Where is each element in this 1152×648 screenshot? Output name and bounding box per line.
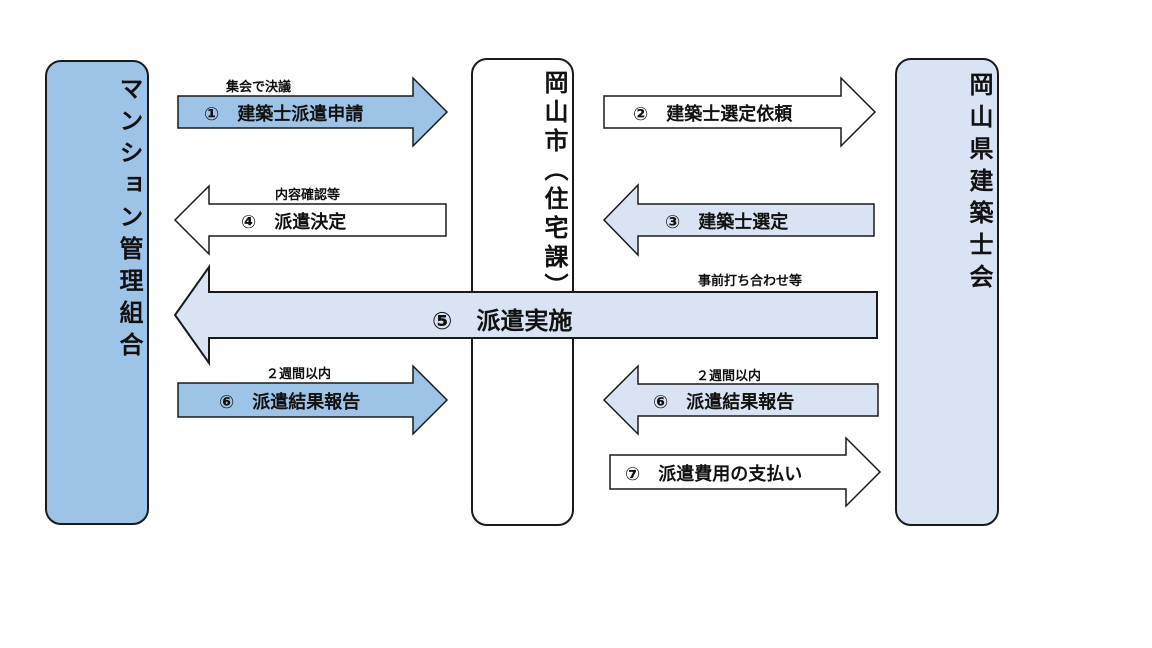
management-association-box: マンション管理組合: [45, 60, 149, 525]
arrow-4-label: ④ 派遣決定: [241, 212, 347, 233]
arrow-2-label: ② 建築士選定依頼: [633, 104, 793, 125]
arrow-5: [173, 263, 878, 367]
arrow-3-label: ③ 建築士選定: [665, 212, 789, 233]
arrow-5-label: ⑤ 派遣実施: [432, 307, 573, 335]
arrow-1-note: 集会で決議: [226, 80, 292, 95]
arrow-7-label: ⑦ 派遣費用の支払い: [625, 464, 803, 485]
arrow-6-left: [177, 364, 449, 436]
arrow-6-right-label: ⑥ 派遣結果報告: [653, 392, 795, 413]
architects-association-box: 岡山県建築士会: [895, 58, 999, 526]
arrow-1: [177, 76, 449, 148]
arrow-1-label: ① 建築士派遣申請: [204, 104, 364, 125]
arrow-3: [602, 183, 875, 257]
arrow-5-note: 事前打ち合わせ等: [698, 274, 803, 289]
architects-association-label: 岡山県建築士会: [965, 72, 993, 296]
arrow-4: [173, 184, 447, 256]
arrow-7: [609, 436, 882, 508]
arrow-6-right: [602, 364, 879, 436]
arrow-6-right-note: ２週間以内: [696, 369, 762, 384]
okayama-city-label: 岡山市（住宅課）: [540, 70, 568, 302]
arrow-4-note: 内容確認等: [275, 188, 341, 203]
arrow-6-left-label: ⑥ 派遣結果報告: [219, 392, 361, 413]
management-association-label: マンション管理組合: [115, 76, 143, 364]
arrow-6-left-note: ２週間以内: [266, 367, 332, 382]
arrow-2: [603, 76, 877, 148]
